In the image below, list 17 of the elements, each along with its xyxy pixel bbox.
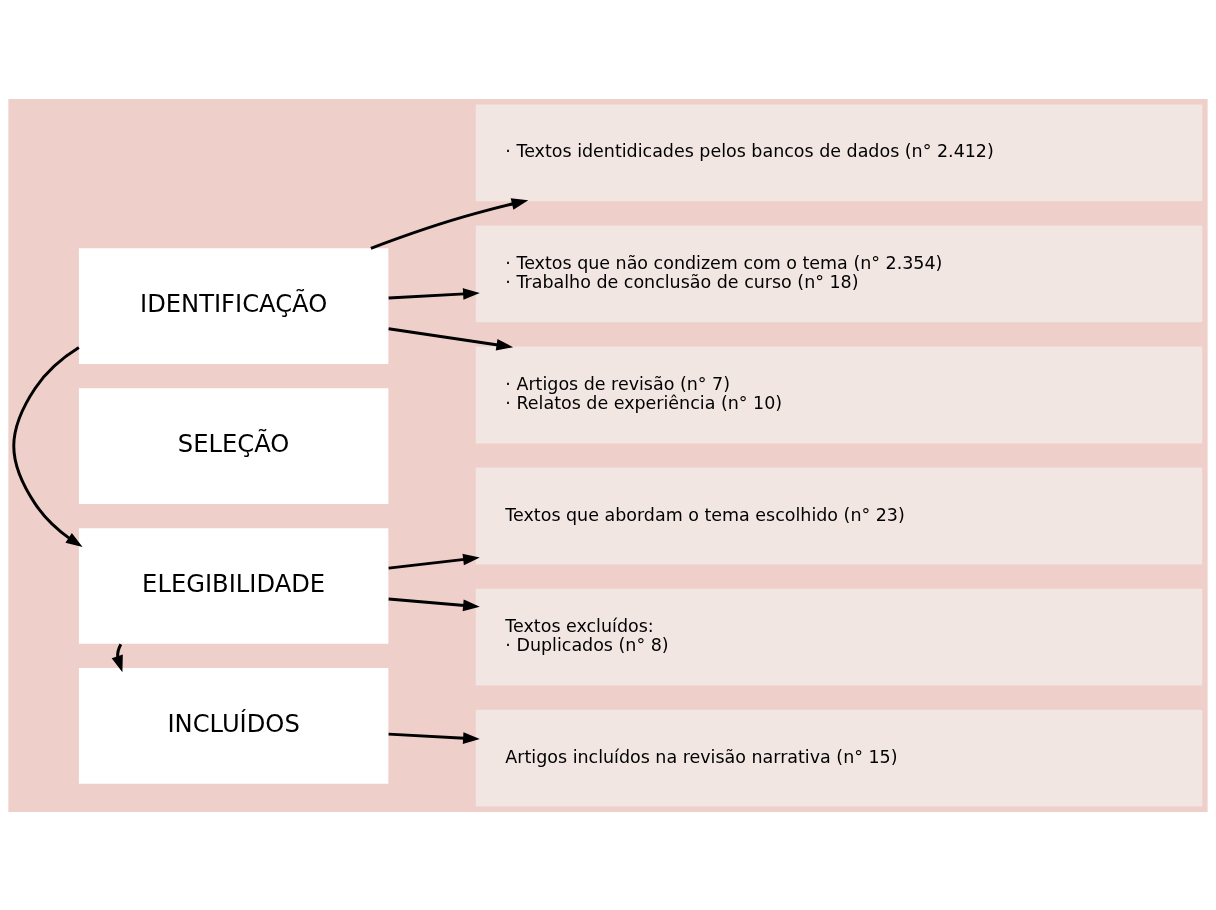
node-box: · Artigos de revisão (n° 7) · Relatos de experiência (n° 10) bbox=[475, 346, 1203, 443]
node-box: SELEÇÃO bbox=[78, 387, 389, 504]
node-box: Textos excluídos: · Duplicados (n° 8) bbox=[475, 588, 1203, 686]
arrow bbox=[388, 597, 480, 611]
arrow bbox=[388, 731, 480, 744]
node-box: · Textos identidicades pelos bancos de dados (n° 2.412) bbox=[475, 103, 1203, 201]
arrow bbox=[388, 326, 514, 350]
arrow bbox=[370, 197, 529, 250]
node-box: ELEGIBILIDADE bbox=[78, 527, 389, 644]
node-box: INCLUÍDOS bbox=[78, 667, 389, 784]
arrow bbox=[12, 345, 83, 547]
arrow bbox=[388, 553, 480, 570]
node-box: · Textos que não condizem com o tema (n° 2.354) · Trabalho de conclusão de curso (n° 18) bbox=[475, 224, 1203, 322]
node-box: Textos que abordam o tema escolhido (n° 23) bbox=[475, 467, 1203, 564]
node-box: Artigos incluídos na revisão narrativa (n° 15) bbox=[475, 709, 1203, 807]
node-box: IDENTIFICAÇÃO bbox=[78, 247, 389, 364]
arrow bbox=[388, 287, 480, 300]
